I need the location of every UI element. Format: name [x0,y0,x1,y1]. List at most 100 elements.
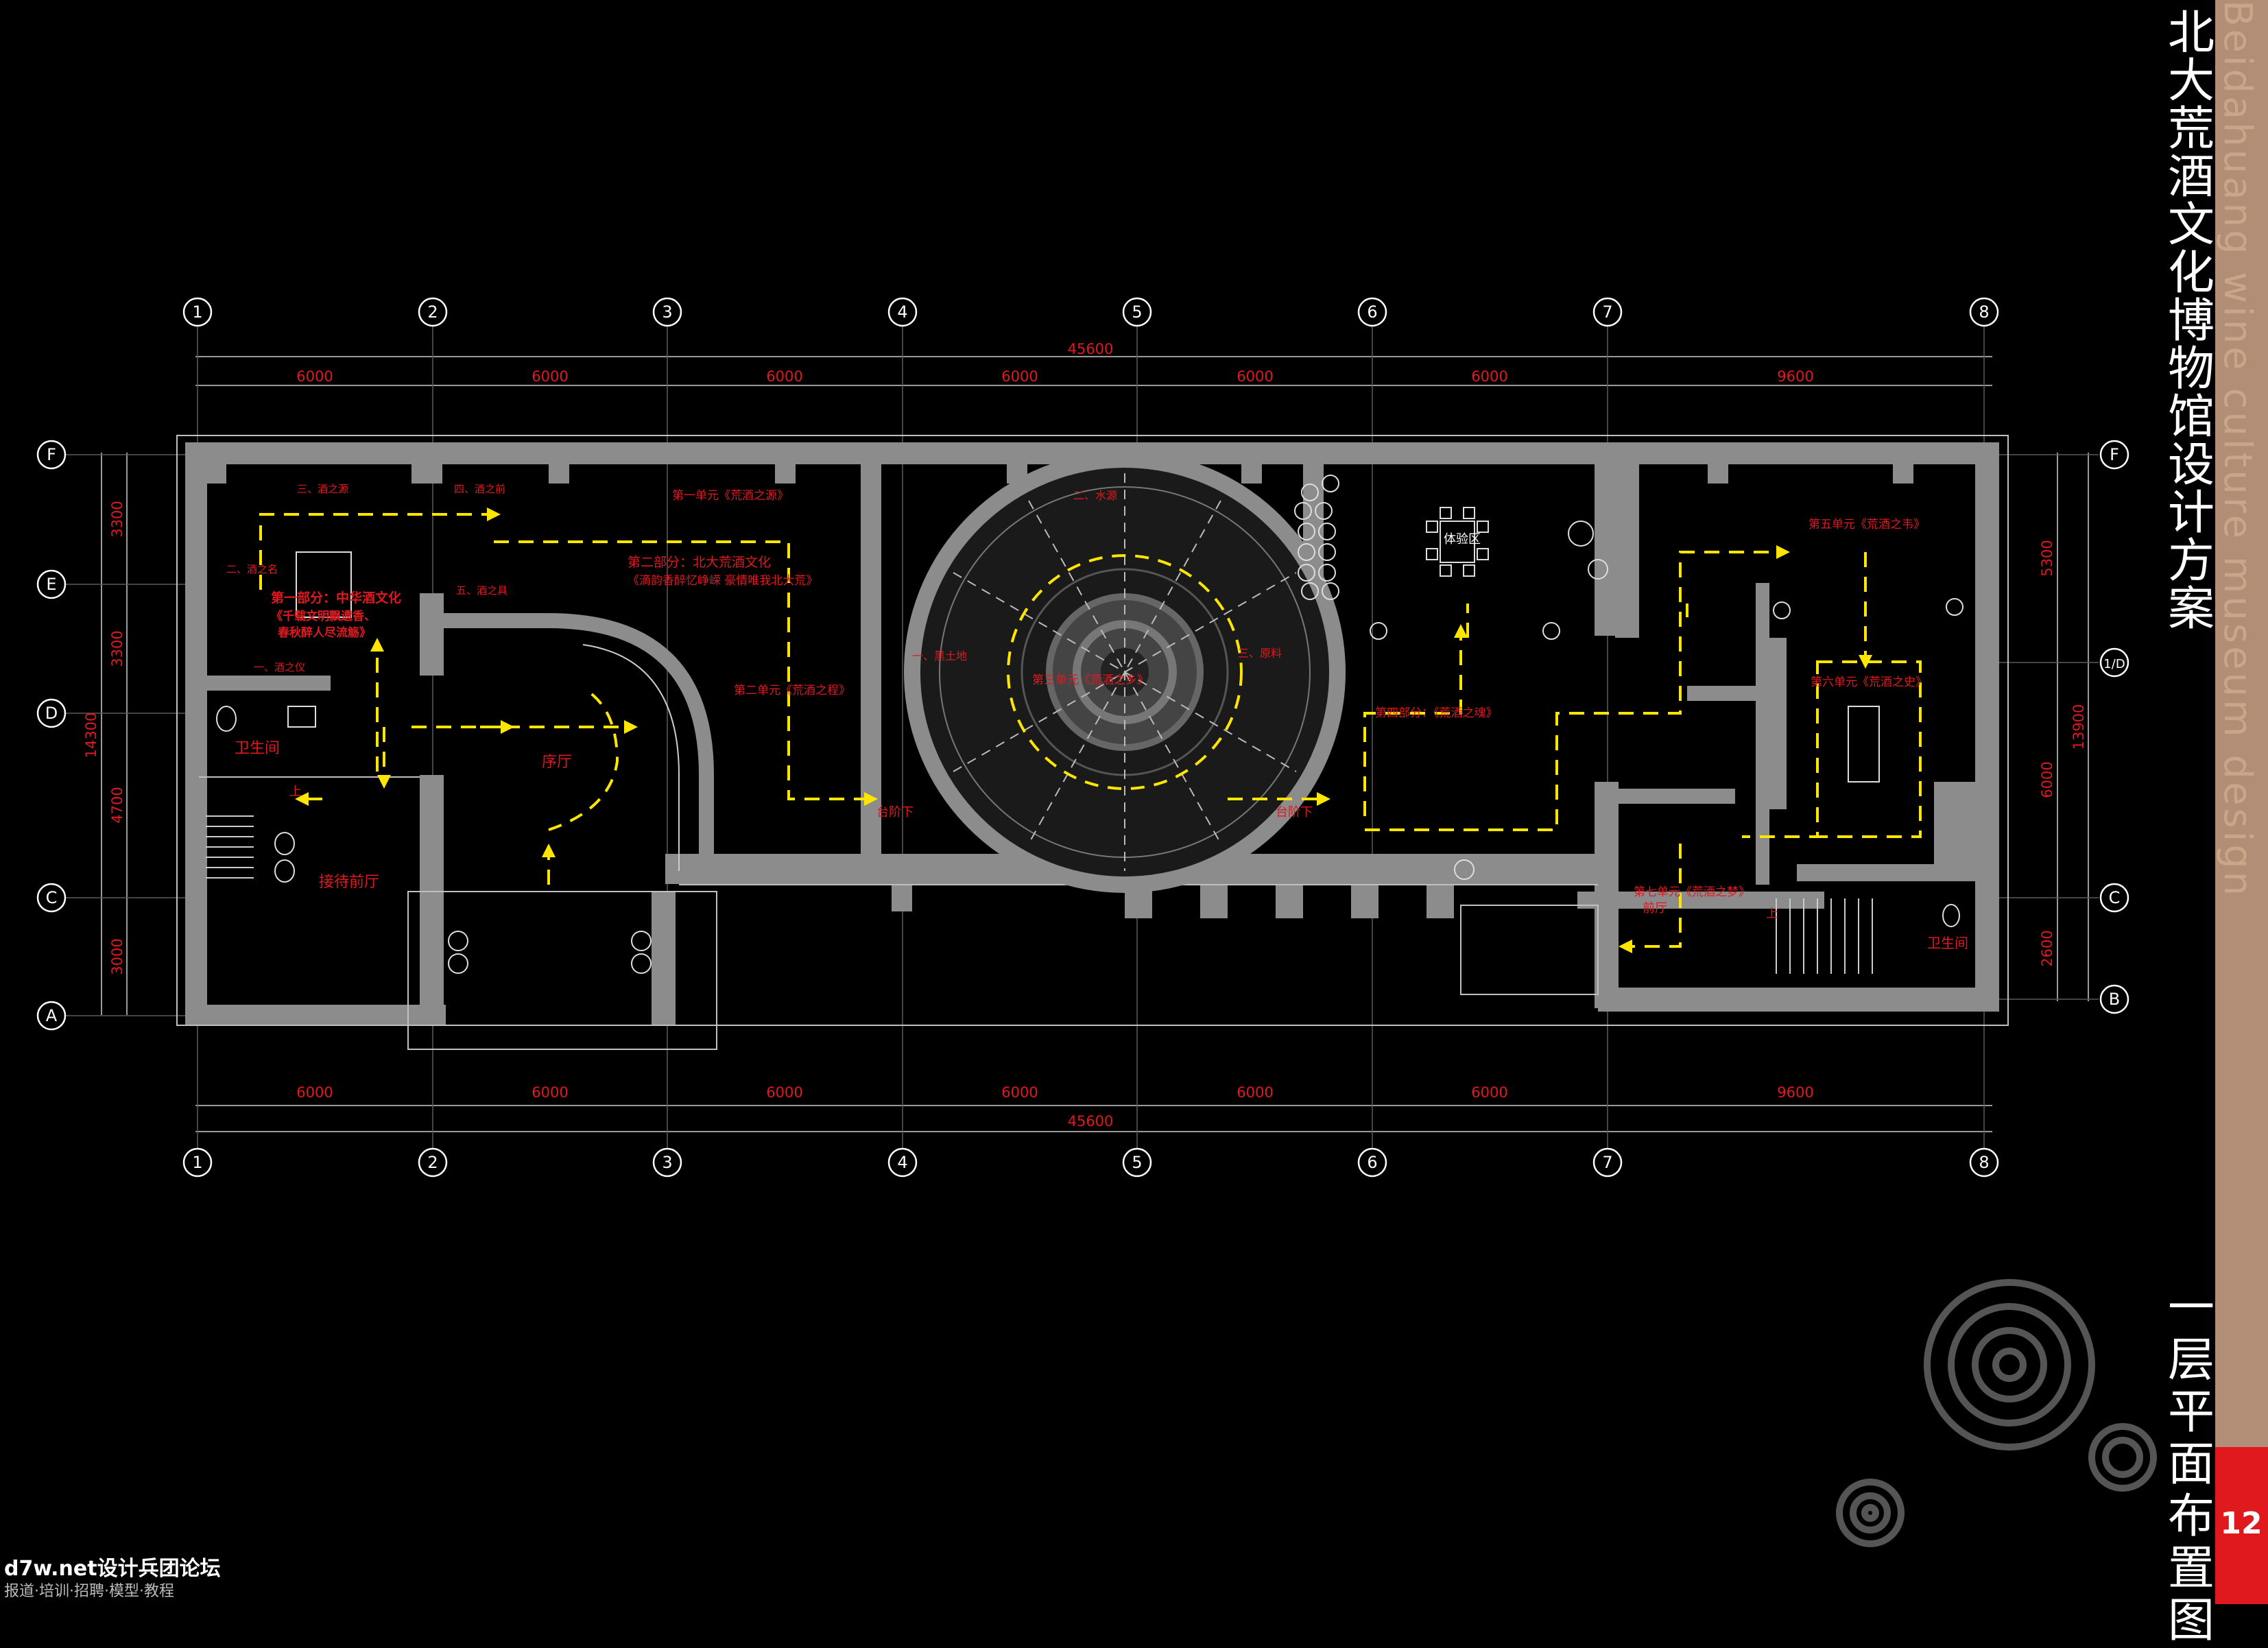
exhibit-unit6: 第六单元《荒酒之史》 [1811,676,1927,689]
col-label-bot-8: 8 [1979,1153,1989,1172]
col-label-top-6: 6 [1367,302,1377,322]
visitor-route [259,507,1922,953]
room-experience: 体验区 [1444,532,1481,547]
dim-left-2: 3300 [109,630,126,667]
building-walls [185,442,1999,1025]
dim-top-4: 6000 [1001,368,1038,385]
col-label-bot-6: 6 [1367,1153,1377,1172]
dim-top-total: 45600 [1068,341,1114,357]
col-label-top-1: 1 [192,302,202,322]
dim-bot-3: 6000 [766,1084,802,1101]
row-label-left-A: A [46,1006,58,1025]
row-label-left-F: F [47,445,56,464]
prelude-yellow-path [548,691,619,831]
room-prelude-hall: 序厅 [542,754,572,771]
stairs [206,815,1873,974]
floor-plan: 45600 6000 6000 6000 6000 6000 6000 9600… [36,297,2157,1547]
wall-piers [206,442,1913,918]
page-number: 12 [2220,1506,2263,1541]
exhibit-part4: 第四部分：《荒酒之魂》 [1375,706,1498,720]
dim-right-3: 2600 [2039,930,2055,966]
dim-left-total: 14300 [83,713,99,759]
dim-top-6: 6000 [1471,368,1507,385]
exhibit-unit2: 第二单元《荒酒之程》 [734,684,850,697]
col-label-top-8: 8 [1979,302,1989,322]
room-front-hall: 前厅 [1643,901,1667,916]
exhibit-part2-sub: 《滴韵香醉忆峥嵘 豪情唯我北大荒》 [628,573,817,588]
col-label-bot-3: 3 [662,1153,672,1172]
col-bubbles-top [182,297,1999,327]
col-bubbles-bottom [182,1147,1999,1178]
dim-top-7: 9600 [1777,368,1813,385]
dim-bot-2: 6000 [532,1084,568,1101]
col-label-bot-1: 1 [192,1153,202,1172]
exhibit-wine-name: 二、酒之名 [226,563,278,575]
dim-bot-7: 9600 [1777,1084,1813,1101]
exhibit-part1-title: 第一部分：中华酒文化 [271,590,401,606]
exhibit-wine-origin: 三、酒之源 [297,483,348,495]
dim-left-4: 3000 [109,938,126,975]
dim-right-1: 5300 [2039,540,2055,576]
row-label-right-C: C [2109,888,2121,907]
dim-top-2: 6000 [532,368,568,385]
tasting-table [1426,507,1608,580]
dim-left-3: 4700 [109,787,126,823]
prelude-curve-wall [439,613,714,878]
row-bubbles-right [2099,440,2129,1014]
exhibit-part2-title: 第二部分：北大荒酒文化 [628,555,771,570]
col-label-top-7: 7 [1602,302,1612,322]
zone-land: 一、黑土地 [912,649,967,662]
row-label-right-1D: 1/D [2103,657,2125,671]
dim-bot-5: 6000 [1237,1084,1273,1101]
exhibit-unit1: 第一单元《荒酒之源》 [672,489,789,503]
exhibit-wine-vessel: 五、酒之具 [456,584,508,597]
dim-right-total: 13900 [2070,704,2087,750]
room-reception: 接待前厅 [319,874,379,891]
row-label-left-E: E [46,575,56,594]
room-restroom-right: 卫生间 [1927,935,1968,951]
col-label-bot-7: 7 [1602,1153,1612,1172]
dim-bot-6: 6000 [1471,1084,1507,1101]
plan-name: 一层平面布置图 [2167,1281,2215,1648]
dim-top-5: 6000 [1237,368,1273,385]
row-label-left-C: C [46,888,58,907]
toilet-fixtures [216,551,1963,974]
room-restroom-left: 卫生间 [235,740,280,757]
decorative-circles [1836,1279,2157,1547]
row-label-right-F: F [2110,445,2119,464]
col-label-bot-5: 5 [1132,1153,1142,1172]
page-title: 北大荒酒文化博物馆设计方案 [2167,6,2215,636]
row-label-left-D: D [45,704,58,723]
col-label-top-4: 4 [897,302,907,322]
exhibit-unit5: 第五单元《荒酒之韦》 [1809,518,1925,532]
exhibit-part1-sub1: 《千载文明飘遗香、 [271,609,376,623]
stairs-up-right: 上 [1766,907,1778,921]
exhibit-unit3: 第三单元《荒酒之乡》 [1032,673,1149,687]
dim-bot-4: 6000 [1001,1084,1038,1101]
col-label-bot-4: 4 [897,1153,907,1172]
zone-material: 三、原料 [1238,647,1282,660]
dim-top-3: 6000 [766,368,802,385]
platform-down-left: 台阶下 [876,805,914,820]
col-label-top-3: 3 [662,302,672,322]
watermark-line1: d7w.net设计兵团论坛 [4,1557,221,1581]
row-bubbles-left [36,440,67,1031]
dim-bot-total: 45600 [1068,1113,1114,1130]
axis-bubbles [36,297,2129,1178]
exhibit-part1-sub2: 春秋醉人尽流觞》 [278,625,371,640]
watermark-line2: 报道·培训·招聘·模型·教程 [4,1583,174,1600]
prelude-inner-curve [582,644,680,871]
stairs-up-left: 上 [289,785,302,799]
central-rotunda [904,451,1346,893]
col-label-bot-2: 2 [427,1153,438,1172]
exhibit-wine-before: 四、酒之前 [454,483,505,495]
subtitle-english: Beidahuang wine culture museum design [2215,0,2260,899]
col-label-top-2: 2 [427,302,438,322]
dim-right-2: 6000 [2039,761,2055,798]
side-band [2215,0,2268,1447]
dimension-lines [101,356,2089,1132]
row-label-right-B: B [2109,990,2120,1009]
dim-bot-1: 6000 [296,1084,333,1101]
dim-top-1: 6000 [296,368,333,385]
platform-down-right: 台阶下 [1276,805,1313,820]
